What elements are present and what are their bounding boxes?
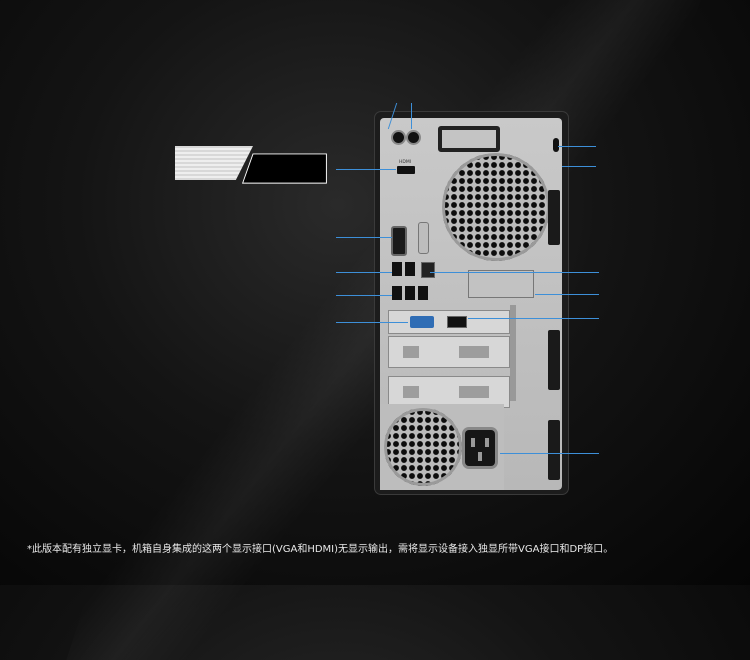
expansion-knockout [468,270,534,298]
callout-line-gpu-vga [336,322,408,323]
side-rail [548,420,560,480]
gpu-displayport-port [447,316,467,328]
callout-line-usb-bottom [336,295,392,296]
onboard-vga-port [391,226,407,256]
headphone-jack-icon [393,132,404,143]
usb-port [392,262,402,276]
microphone-jack-icon [408,132,419,143]
slot-retention-bar [510,305,516,401]
lock-slot [553,138,559,152]
rear-fan-grill [442,153,550,261]
gpu-vga-port [410,316,434,328]
psu-fan-grill [384,408,462,486]
carry-handle [438,126,500,152]
expansion-slot-cover [388,336,510,368]
usb-port [405,286,415,300]
callout-line-padlock [562,166,596,167]
callout-line-ethernet [430,272,599,273]
serial-knockout [418,222,429,254]
callout-line-power [500,453,599,454]
callout-line-lock [558,146,596,147]
usb-port [418,286,428,300]
callout-line-audio-2 [411,103,412,129]
badge-outline [241,153,327,184]
callout-line-hdmi [336,169,396,170]
side-rail [548,330,560,390]
graphics-card-footnote: *此版本配有独立显卡，机箱自身集成的这两个显示接口(VGA和HDMI)无显示输出… [27,544,614,555]
hdmi-label: HDMI [399,160,412,165]
ethernet-port [421,262,435,278]
expansion-slot-cover [388,376,510,408]
callout-line-knockout [535,294,599,295]
ac-power-socket [465,430,495,466]
usb-port [405,262,415,276]
side-rail [548,190,560,245]
callout-line-vga [336,237,392,238]
hdmi-port [397,166,415,174]
usb-port [392,286,402,300]
graphics-card-bracket [388,310,510,334]
callout-line-usb-top [336,272,392,273]
callout-line-displayport [468,318,599,319]
